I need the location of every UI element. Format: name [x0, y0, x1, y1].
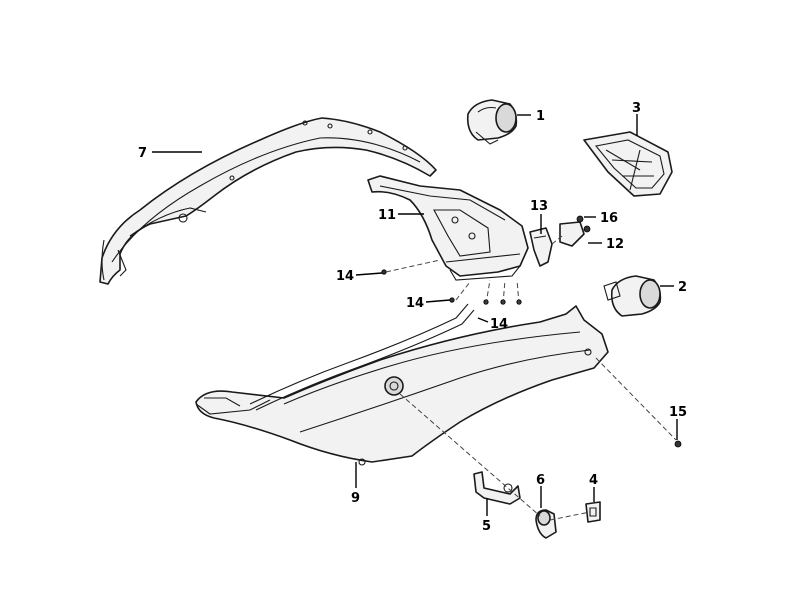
- part-12-plate: [559, 221, 585, 247]
- part-14-screws: [381, 269, 522, 305]
- assembly-guides: [385, 235, 677, 521]
- callout-5: 5: [482, 519, 491, 534]
- callout-9: 9: [351, 491, 360, 506]
- seal-strip: [249, 303, 475, 411]
- callout-13: 13: [530, 199, 548, 214]
- callout-12: 12: [606, 237, 624, 252]
- part-4-clip: [585, 501, 601, 523]
- callout-14-c: 14: [490, 317, 508, 332]
- part-13-clip: [529, 227, 553, 267]
- callout-2: 2: [678, 280, 687, 295]
- callout-11: 11: [378, 208, 396, 223]
- callout-1: 1: [536, 109, 545, 124]
- part-6-lock: [535, 509, 557, 539]
- leader-lines: [152, 114, 678, 516]
- callout-7: 7: [138, 146, 147, 161]
- callout-3: 3: [632, 101, 641, 116]
- callout-4: 4: [589, 473, 598, 488]
- part-5-bracket: [473, 471, 521, 505]
- part-15-screw: [674, 440, 682, 448]
- part-7-upper-body-cover: [99, 117, 437, 285]
- part-9-side-cover: [195, 305, 609, 466]
- part-1-lamp: [466, 99, 518, 145]
- callout-16: 16: [600, 211, 618, 226]
- callout-15: 15: [669, 405, 687, 420]
- callout-14-b: 14: [406, 296, 424, 311]
- callout-14-a: 14: [336, 269, 354, 284]
- part-11-inner-panel: [367, 175, 529, 281]
- part-2-lamp: [603, 275, 662, 317]
- callout-6: 6: [536, 473, 545, 488]
- part-16-screws: [576, 215, 591, 233]
- part-3-lens-cover: [583, 131, 673, 197]
